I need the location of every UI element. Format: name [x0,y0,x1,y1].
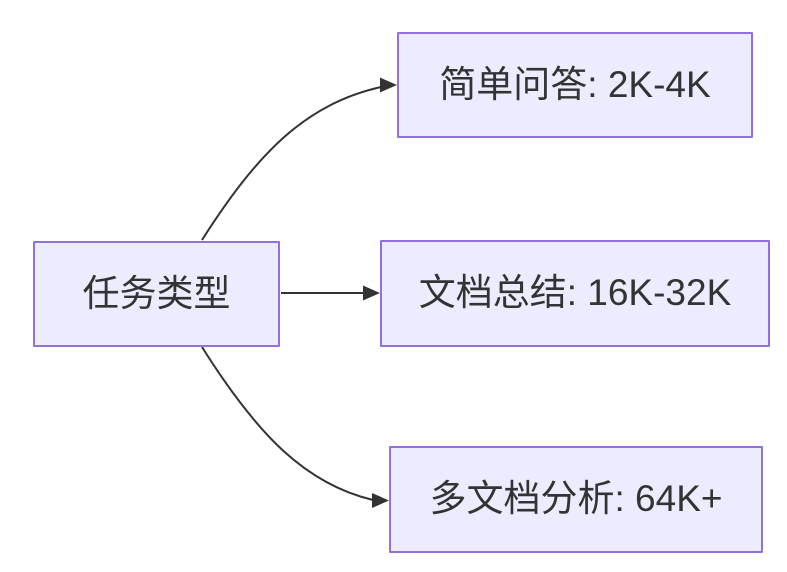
node-simple-qa: 简单问答: 2K-4K [397,32,753,138]
node-task-type-label: 任务类型 [82,272,231,314]
node-doc-summary: 文档总结: 16K-32K [380,240,770,347]
node-simple-qa-label: 简单问答: 2K-4K [439,63,711,105]
arrowhead-icon [380,77,397,93]
node-task-type: 任务类型 [33,241,280,347]
arrowhead-icon [363,285,380,301]
arrowhead-icon [372,493,389,508]
node-multi-doc-label: 多文档分析: 64K+ [429,478,723,520]
node-multi-doc: 多文档分析: 64K+ [389,446,763,553]
edge-root-to-multi-doc [201,346,374,501]
edge-root-to-simple-qa [201,86,382,241]
node-doc-summary-label: 文档总结: 16K-32K [418,272,732,314]
